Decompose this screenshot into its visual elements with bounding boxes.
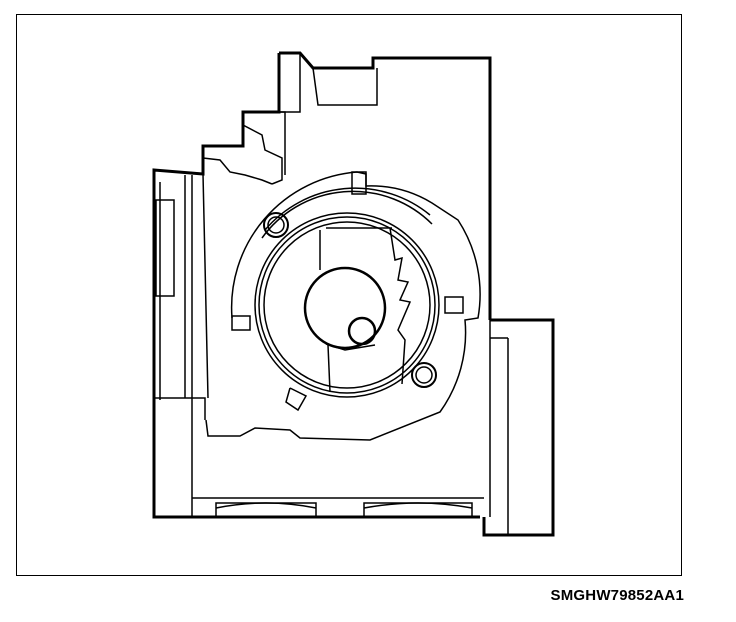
figure-code-label: SMGHW79852AA1 — [550, 587, 684, 604]
central-hub — [303, 266, 387, 351]
right-block — [489, 320, 509, 535]
locating-holes — [263, 212, 437, 388]
figure-frame — [16, 14, 682, 576]
rotor-plate — [205, 171, 481, 441]
housing-outline — [152, 51, 555, 537]
bottom-rails — [192, 497, 484, 518]
contact-slider — [319, 227, 412, 393]
upper-boss — [202, 53, 378, 185]
left-rail — [154, 173, 209, 517]
